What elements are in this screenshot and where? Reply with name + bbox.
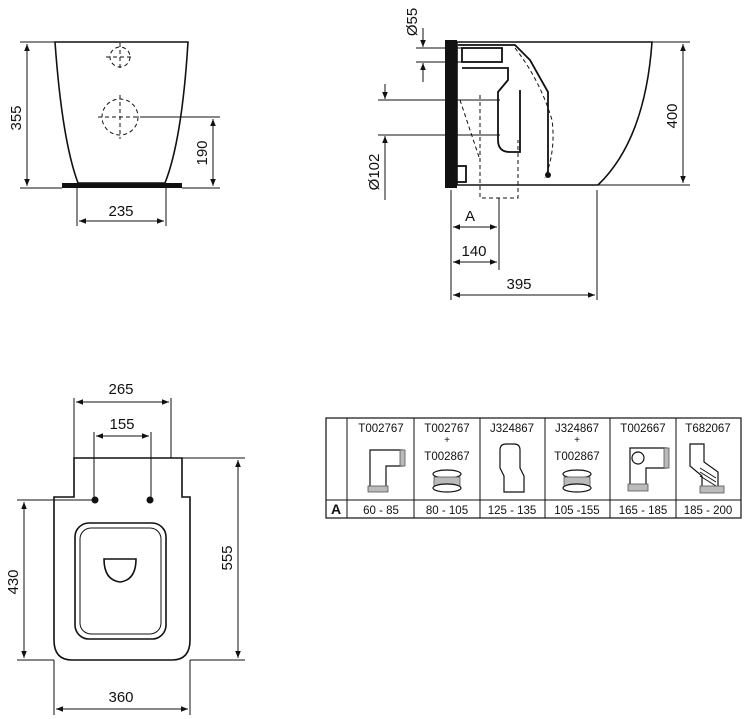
length-label-top: 555 <box>219 545 236 570</box>
connector-code: T002667 <box>620 423 665 435</box>
connector-plus: + <box>444 435 450 446</box>
connector-range: 105 -155 <box>554 505 599 517</box>
connector-column-4: T002667 165 - 185 <box>619 423 670 517</box>
connector-code: J324867 <box>490 423 534 435</box>
connector-code: J324867 <box>555 423 599 435</box>
pan-connector-extension-icon <box>432 469 462 493</box>
connector-plus: + <box>574 435 580 446</box>
connector-range: 60 - 85 <box>363 505 399 517</box>
connector-range: 125 - 135 <box>488 505 537 517</box>
connector-column-3: J324867 + T002867 105 -155 <box>554 423 599 517</box>
seat-length-label: 430 <box>5 569 22 594</box>
offset-a-label: A <box>465 208 475 225</box>
pan-connector-offset-extension-icon <box>562 469 592 493</box>
front-view: 355 190 235 <box>8 41 220 226</box>
depth-label: 400 <box>664 103 681 128</box>
outlet-diameter-label: Ø102 <box>366 154 383 191</box>
top-view: 265 155 555 430 360 <box>5 381 245 715</box>
seat-fixing-left <box>91 496 99 504</box>
row-label-a: A <box>331 501 341 517</box>
pan-connector-offset-icon <box>499 443 525 493</box>
outlet-hole <box>98 95 142 139</box>
offset-label: 140 <box>461 243 486 260</box>
trapway-outer <box>458 44 549 172</box>
connector-code: T002767 <box>358 423 403 435</box>
connector-code-2: T002867 <box>554 451 599 463</box>
pan-connector-bend-icon <box>367 449 406 493</box>
fixing-outer-label: 265 <box>108 381 133 398</box>
width-label: 360 <box>108 689 133 706</box>
height-label: 355 <box>8 105 25 130</box>
length-label: 395 <box>506 276 531 293</box>
connector-range: 80 - 105 <box>426 505 468 517</box>
connector-code: T682067 <box>685 423 730 435</box>
base-width-label: 235 <box>108 203 133 220</box>
connector-column-0: T002767 60 - 85 <box>358 423 406 517</box>
inlet-diameter-label: Ø55 <box>404 8 421 36</box>
connector-column-1: T002767 + T002867 80 - 105 <box>424 423 469 517</box>
connector-column-5: T682067 185 - 200 <box>684 423 733 517</box>
side-view: Ø55 Ø102 400 A 140 395 <box>366 8 690 300</box>
bowl-outlet <box>103 558 137 583</box>
top-inlet-hole <box>106 43 134 71</box>
trapway-hidden <box>514 47 554 179</box>
seat-fixing-right <box>146 496 154 504</box>
connector-range: 185 - 200 <box>684 505 733 517</box>
connector-table: A T002767 60 - 85 T002767 + T002867 80 -… <box>325 417 742 519</box>
trapway-inner <box>462 67 521 153</box>
fixing-inner-label: 155 <box>109 416 134 433</box>
front-view-base <box>62 183 182 188</box>
pan-connector-long-bend-icon <box>627 447 670 492</box>
connector-column-2: J324867 125 - 135 <box>488 423 537 517</box>
pan-connector-flexible-icon <box>689 443 725 494</box>
connector-code: T002767 <box>424 423 469 435</box>
outlet-height-label: 190 <box>194 140 211 165</box>
side-view-outline <box>456 41 653 186</box>
wall-plate <box>445 40 457 188</box>
front-view-outline <box>54 41 189 184</box>
connector-range: 165 - 185 <box>619 505 668 517</box>
connector-code-2: T002867 <box>424 451 469 463</box>
